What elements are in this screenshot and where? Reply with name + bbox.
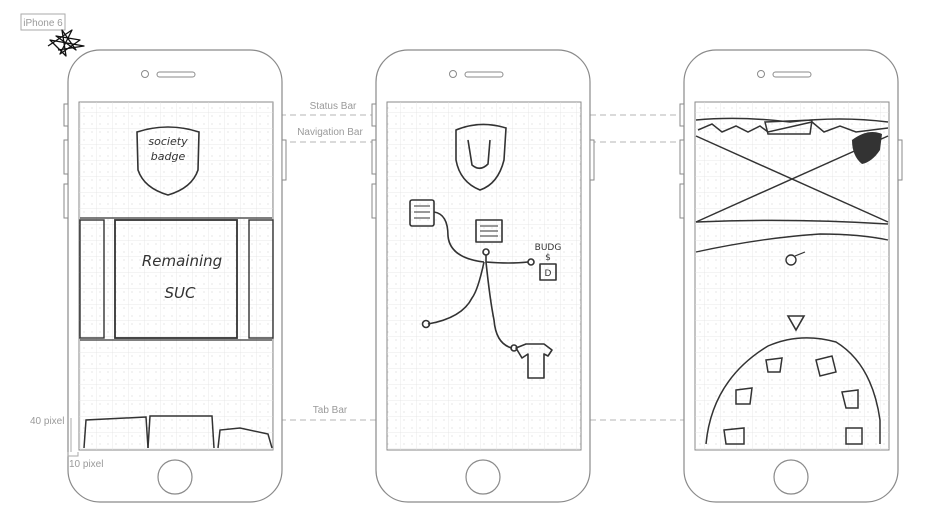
divider-curve <box>695 233 889 253</box>
guide-lines <box>280 114 686 421</box>
dimension-notes: 40 pixel 10 pixel <box>30 416 103 470</box>
tab-height-note: 40 pixel <box>30 416 64 427</box>
wheel-slot[interactable] <box>815 355 837 377</box>
node-map[interactable] <box>409 199 557 379</box>
screen-3 <box>694 101 890 451</box>
screen-1 <box>78 101 274 451</box>
wheel-slot[interactable] <box>735 387 753 405</box>
remaining-card[interactable] <box>114 219 238 339</box>
node-document[interactable] <box>475 219 503 243</box>
prev-card[interactable] <box>79 219 105 339</box>
pointer-triangle <box>786 315 806 332</box>
tab-bar-sketch[interactable] <box>83 415 273 449</box>
node-label-d: D <box>545 269 552 279</box>
badge-text-badge: badge <box>151 150 186 163</box>
node-label-budg: BUDG <box>535 243 562 253</box>
planet-wheel[interactable] <box>705 337 881 445</box>
device-tag-label: iPhone 6 <box>23 18 63 29</box>
node-budget[interactable] <box>539 263 557 281</box>
tab-bar-guide-label: Tab Bar <box>313 405 348 416</box>
badge-icon <box>852 132 882 164</box>
next-card[interactable] <box>248 219 274 339</box>
society-badge: society badge <box>136 126 200 196</box>
node-label-dollar: $ <box>545 253 551 263</box>
navigation-bar-guide-label: Navigation Bar <box>297 127 363 138</box>
card-text-remaining: Remaining <box>142 252 222 270</box>
node-shirt[interactable] <box>515 343 553 379</box>
device-tag: iPhone 6 <box>20 13 66 31</box>
tab-3[interactable] <box>217 427 273 449</box>
badge-text-society: society <box>148 135 188 148</box>
screen-2 <box>386 101 582 451</box>
status-bar-guide-label: Status Bar <box>310 101 357 112</box>
tab-1[interactable] <box>83 416 149 449</box>
shield-badge <box>455 123 507 191</box>
node-calendar[interactable] <box>409 199 435 227</box>
card-text-suc: SUC <box>165 284 197 302</box>
wheel-slot[interactable] <box>765 357 783 373</box>
wheel-slot[interactable] <box>845 427 863 445</box>
tab-2[interactable] <box>147 415 215 449</box>
card-carousel[interactable]: Remaining SUC <box>79 217 274 341</box>
wheel-slot[interactable] <box>841 389 859 409</box>
scribble-mark <box>47 29 85 57</box>
marker-dot[interactable] <box>785 254 797 266</box>
wheel-slot[interactable] <box>723 427 745 445</box>
margin-note: 10 pixel <box>69 459 103 470</box>
